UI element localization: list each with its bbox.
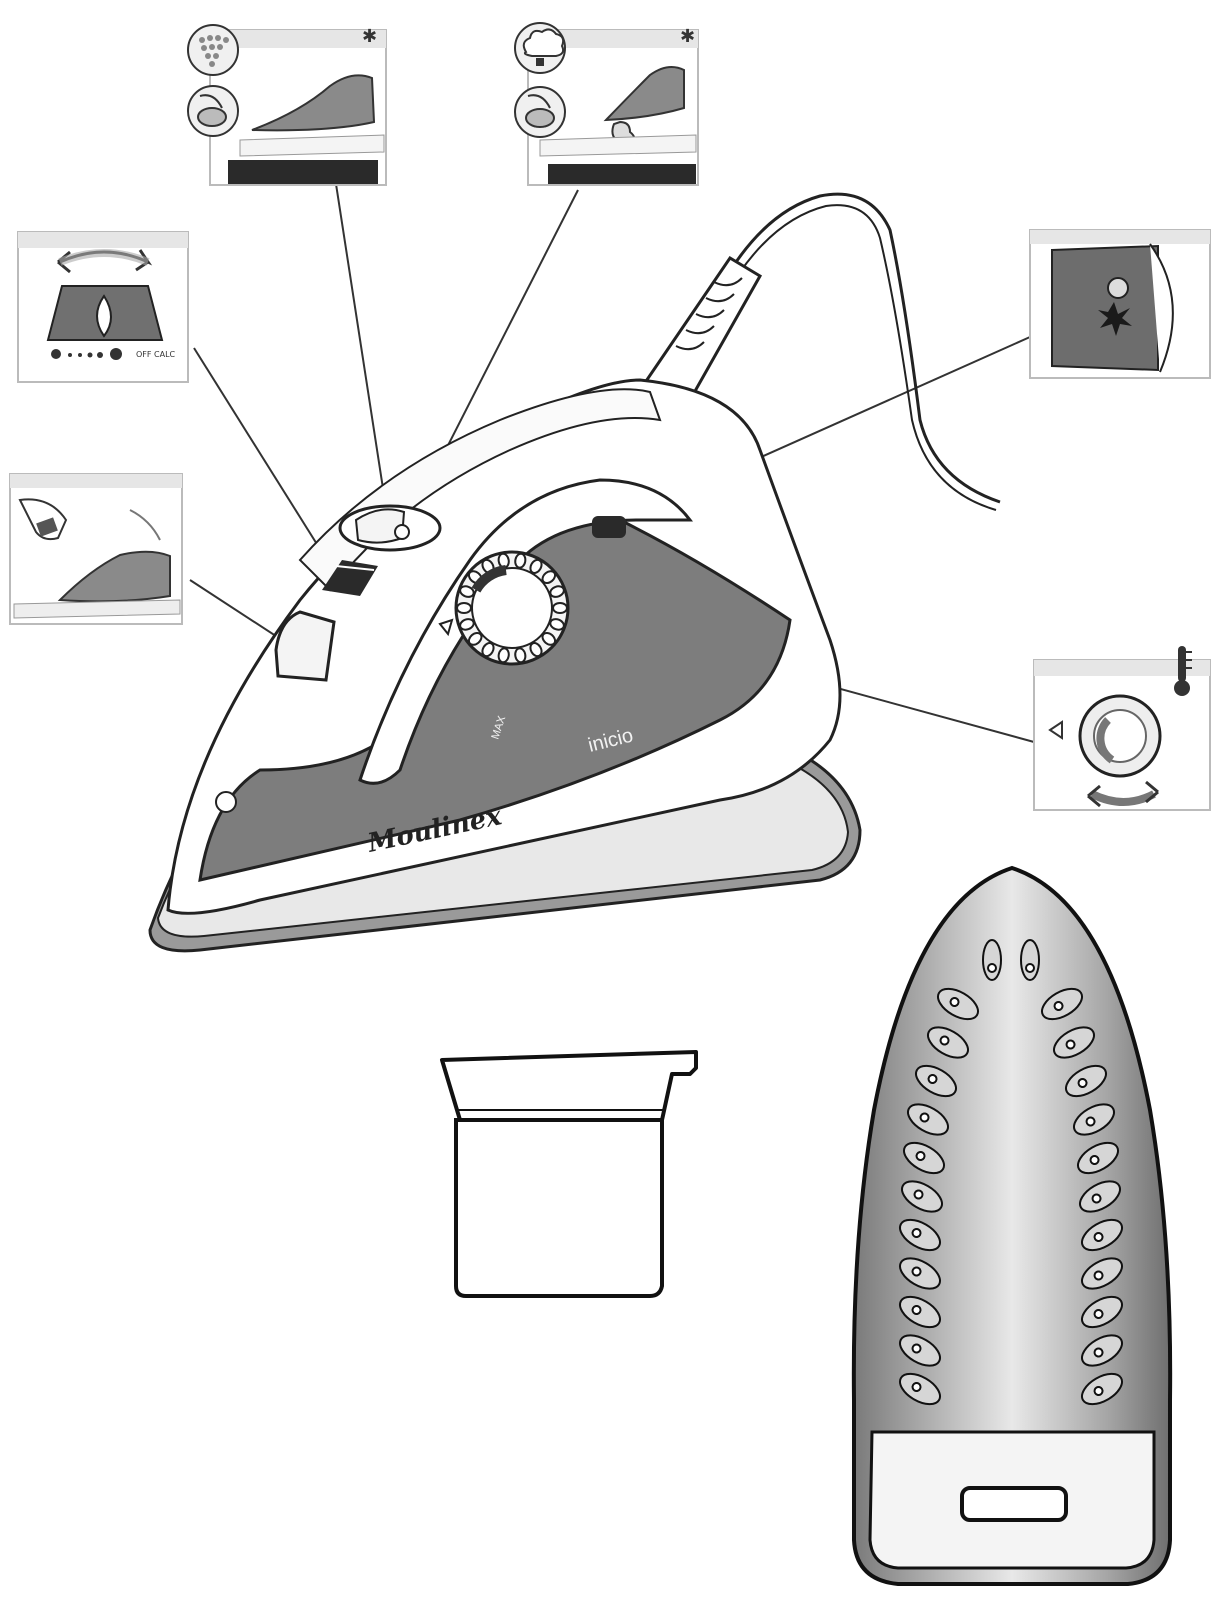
dial-notch (549, 585, 565, 598)
steam-hole (1041, 987, 1083, 1021)
dial-notch (514, 647, 527, 664)
dial-notch (529, 642, 543, 658)
dial-notch (456, 602, 472, 614)
callout-water-fill (9, 473, 183, 625)
dial-notch (459, 585, 475, 598)
rotate-arrow-icon-2 (1087, 780, 1159, 808)
iron-side-panel (198, 518, 792, 882)
dial-notch (541, 570, 557, 585)
callout-spray: ✱ (187, 24, 387, 186)
steam-hole (1081, 1218, 1123, 1252)
dial-notch (552, 602, 568, 614)
dial-notch (529, 558, 543, 574)
steam-hole (937, 987, 979, 1021)
iron-water-inlet (274, 610, 336, 682)
steam-hole (1079, 1180, 1121, 1213)
dial-notch (467, 631, 483, 646)
press-button-icon-2 (514, 86, 566, 138)
iron-front-button (215, 791, 237, 813)
measuring-cup-icon (440, 1050, 698, 1298)
spray-dots-icon (187, 24, 239, 76)
thermometer-icon (1174, 646, 1192, 696)
dial-notch (514, 552, 527, 569)
iron-steam-selector (322, 560, 378, 596)
press-button-icon (187, 85, 239, 137)
steam-hole (1065, 1064, 1107, 1098)
steam-hole (899, 1218, 941, 1252)
steam-hole (899, 1257, 941, 1290)
callout-pilot-light (1029, 229, 1211, 379)
steam-hole (1020, 939, 1040, 981)
spray-control-legend: OFF CALC (136, 350, 176, 359)
soleplate-icon (851, 865, 1173, 1586)
warning-light-icon (1098, 302, 1132, 336)
steam-hole (1077, 1141, 1119, 1175)
steam-hole (915, 1064, 957, 1098)
dial-notch (541, 631, 557, 646)
steam-hole (903, 1141, 945, 1175)
dial-notch (497, 647, 510, 664)
steam-hole (899, 1334, 941, 1367)
steam-hole (982, 939, 1002, 981)
leader-steam-selector (193, 347, 331, 566)
callout-steam-selector: OFF CALC (17, 231, 189, 383)
dial-notch (459, 618, 475, 631)
steam-hole (927, 1026, 969, 1059)
steam-iron: MAX inicio Moulinex (148, 192, 1001, 953)
steam-hole (1073, 1103, 1115, 1136)
steam-hole (1081, 1334, 1123, 1367)
steam-hole (899, 1372, 941, 1406)
dial-notch (549, 618, 565, 631)
leader-spray (335, 183, 387, 509)
callout-steam-burst: ✱ (514, 22, 699, 186)
rotate-arrow-icon (57, 249, 153, 274)
steam-hole (901, 1180, 943, 1213)
callout-thermostat (1033, 646, 1211, 811)
steam-hole (907, 1103, 949, 1136)
steam-hole (1081, 1257, 1123, 1290)
steam-hole (1081, 1295, 1123, 1329)
steam-hole (1081, 1372, 1123, 1406)
pour-water-icon (18, 498, 68, 541)
svg-text:✱: ✱ (680, 26, 695, 47)
spray-steam-buttons (338, 504, 442, 552)
power-cord (730, 192, 1001, 504)
dial-notch (481, 642, 495, 658)
leader-water-fill (189, 579, 283, 641)
steam-cloud-icon (514, 22, 566, 74)
iron-handle-opening (358, 478, 694, 785)
iron-pilot-light (592, 516, 626, 538)
iron-thermostat-dial (438, 550, 570, 666)
steam-hole (899, 1295, 941, 1329)
svg-text:✱: ✱ (362, 26, 377, 47)
steam-hole (1053, 1026, 1095, 1059)
